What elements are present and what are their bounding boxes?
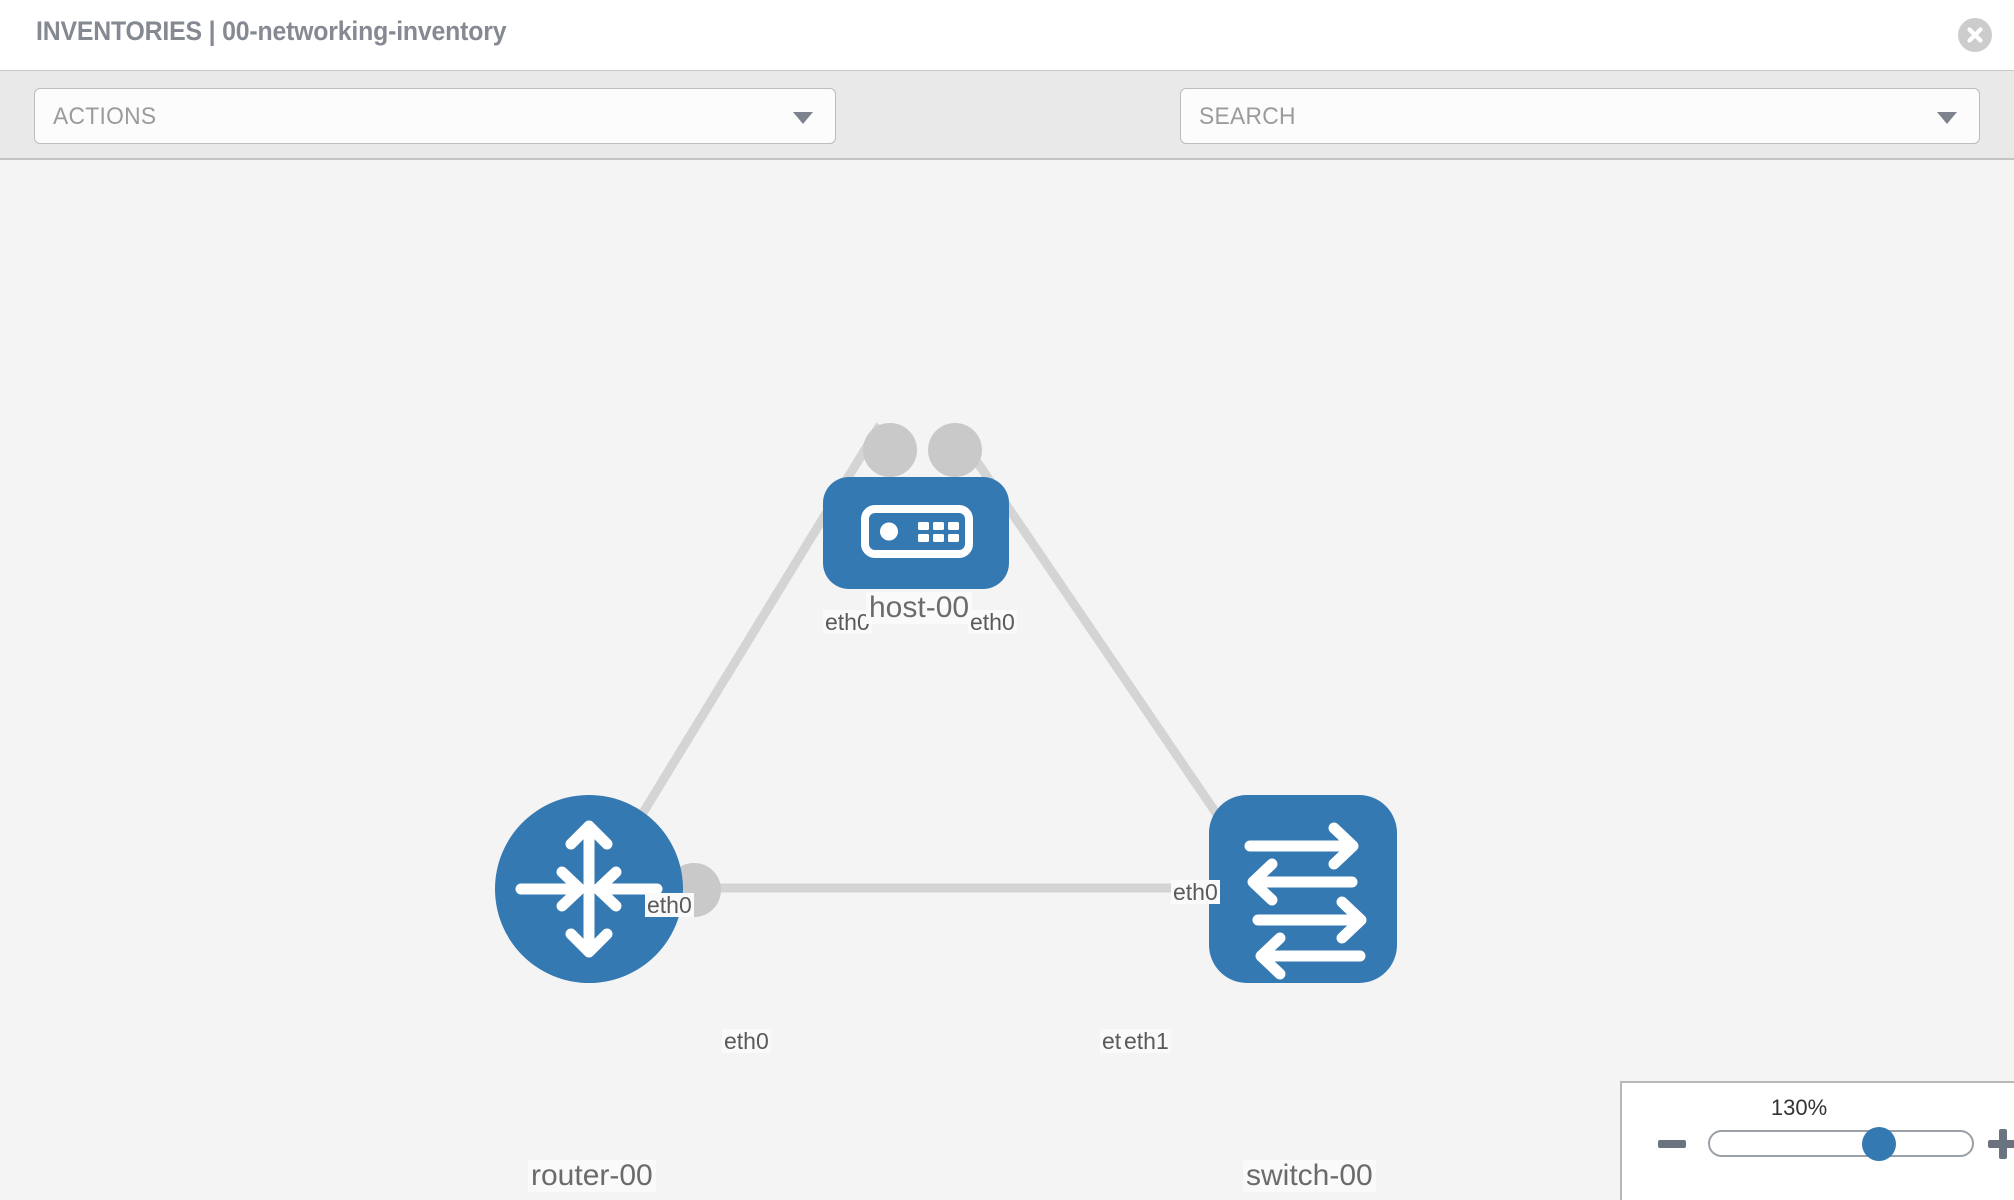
plus-icon[interactable] [1988, 1129, 2014, 1159]
minus-icon[interactable] [1658, 1140, 1686, 1148]
zoom-controls: 130% [1620, 1081, 2014, 1200]
search-placeholder: SEARCH [1199, 103, 1296, 130]
server-icon [861, 505, 973, 558]
topology-canvas[interactable]: eth0 host-00 eth0 eth0 eth0 eth0 eth0 et… [0, 160, 2014, 1200]
connector-dot [928, 423, 982, 477]
edge-label-router-eth0-up: eth0 [645, 892, 694, 918]
toolbar: ACTIONS SEARCH [0, 70, 2014, 203]
actions-dropdown-label: ACTIONS [53, 103, 157, 130]
connector-dot [863, 423, 917, 477]
chevron-down-icon[interactable] [1937, 112, 1957, 124]
node-label-router-00: router-00 [528, 1160, 656, 1192]
search-input[interactable]: SEARCH [1180, 88, 1980, 144]
node-host-00-shape [823, 477, 1009, 589]
topology-graph [495, 422, 1397, 983]
edge-label-host-eth0-right: eth0 [968, 609, 1017, 635]
node-router-00 [495, 795, 683, 983]
edge-label-router-eth0: eth0 [722, 1028, 771, 1054]
page-title: INVENTORIES | 00-networking-inventory [36, 16, 507, 46]
node-label-switch-00: switch-00 [1243, 1160, 1376, 1192]
chevron-down-icon [793, 112, 813, 124]
node-switch-00 [1209, 795, 1397, 983]
node-host-00 [823, 477, 1009, 589]
edge-label-switch-eth1: eth1 [1122, 1028, 1171, 1054]
zoom-slider-thumb[interactable] [1862, 1127, 1896, 1161]
zoom-percent-label: 130% [1770, 1095, 1828, 1120]
page-header: INVENTORIES | 00-networking-inventory [0, 0, 2014, 70]
close-icon[interactable] [1958, 18, 1992, 52]
zoom-slider-track[interactable] [1708, 1130, 1974, 1157]
switch-icon [1244, 822, 1367, 980]
edge-label-switch-eth0-up: eth0 [1171, 879, 1220, 905]
node-label-host-00: host-00 [866, 592, 973, 624]
edge-label-host-eth0-left: eth0 [823, 609, 872, 635]
actions-dropdown[interactable]: ACTIONS [34, 88, 836, 144]
router-icon [515, 820, 663, 958]
